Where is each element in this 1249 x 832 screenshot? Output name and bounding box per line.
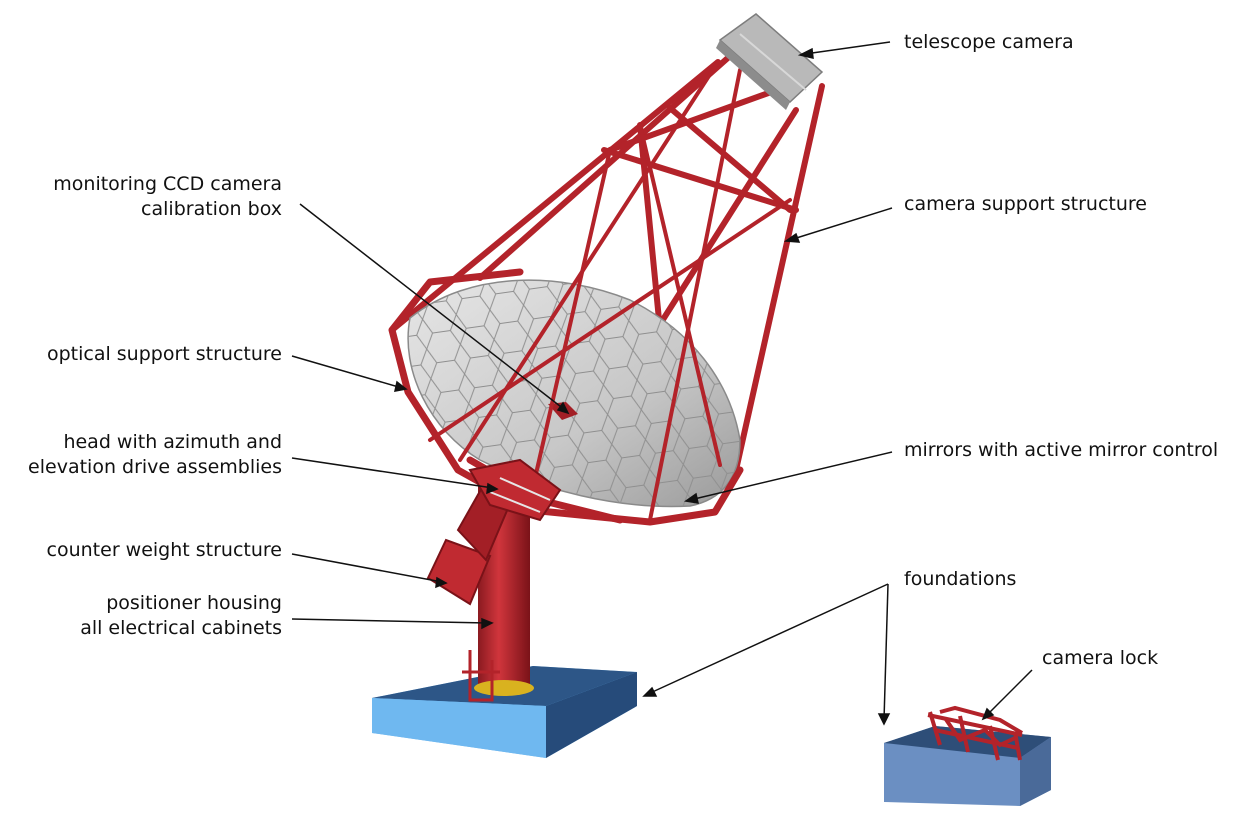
leader-positioner — [291, 618, 489, 624]
leader-foundations-lock — [883, 583, 889, 721]
leader-telescope-camera — [804, 41, 891, 55]
label-positioner-housing: positioner housing all electrical cabine… — [10, 591, 282, 641]
label-text-line2: calibration box — [141, 198, 282, 220]
label-text: mirrors with active mirror control — [904, 439, 1219, 461]
leader-optical-support — [291, 355, 403, 389]
mirror-dish — [407, 279, 741, 508]
label-optical-support-structure: optical support structure — [10, 342, 282, 367]
label-camera-lock: camera lock — [1042, 646, 1158, 671]
leader-monitoring-ccd — [299, 203, 566, 411]
leader-camera-support — [789, 207, 893, 241]
leader-camera-lock — [985, 669, 1033, 717]
camera-lock-structure — [927, 705, 1024, 761]
label-mirrors: mirrors with active mirror control — [904, 438, 1218, 463]
label-text: optical support structure — [46, 343, 282, 365]
label-telescope-camera: telescope camera — [904, 30, 1074, 55]
label-text: counter weight structure — [46, 539, 282, 561]
label-text-line1: monitoring CCD camera — [53, 173, 282, 195]
leader-counter-weight — [291, 553, 443, 583]
leader-mirrors — [689, 451, 893, 501]
label-text: telescope camera — [904, 31, 1074, 53]
label-text: camera lock — [1042, 647, 1159, 669]
head-assembly — [468, 458, 562, 522]
camera-support-structure — [389, 53, 825, 473]
label-text-line1: head with azimuth and — [63, 431, 282, 453]
main-foundation — [372, 666, 637, 758]
camera-support-front — [428, 60, 792, 522]
label-text-line2: all electrical cabinets — [80, 617, 282, 639]
leader-foundations-main — [647, 583, 889, 695]
label-text: foundations — [904, 568, 1017, 590]
label-text-line1: positioner housing — [106, 592, 282, 614]
label-monitoring-ccd-camera: monitoring CCD camera calibration box — [30, 172, 282, 222]
label-head-assembly: head with azimuth and elevation drive as… — [10, 430, 282, 480]
label-counter-weight-structure: counter weight structure — [10, 538, 282, 563]
telescope-camera — [716, 13, 824, 110]
leader-head — [291, 457, 494, 489]
label-camera-support-structure: camera support structure — [904, 192, 1147, 217]
label-foundations: foundations — [904, 567, 1016, 592]
label-text-line2: elevation drive assemblies — [28, 456, 282, 478]
leader-lines — [291, 41, 1033, 726]
label-text: camera support structure — [904, 193, 1147, 215]
